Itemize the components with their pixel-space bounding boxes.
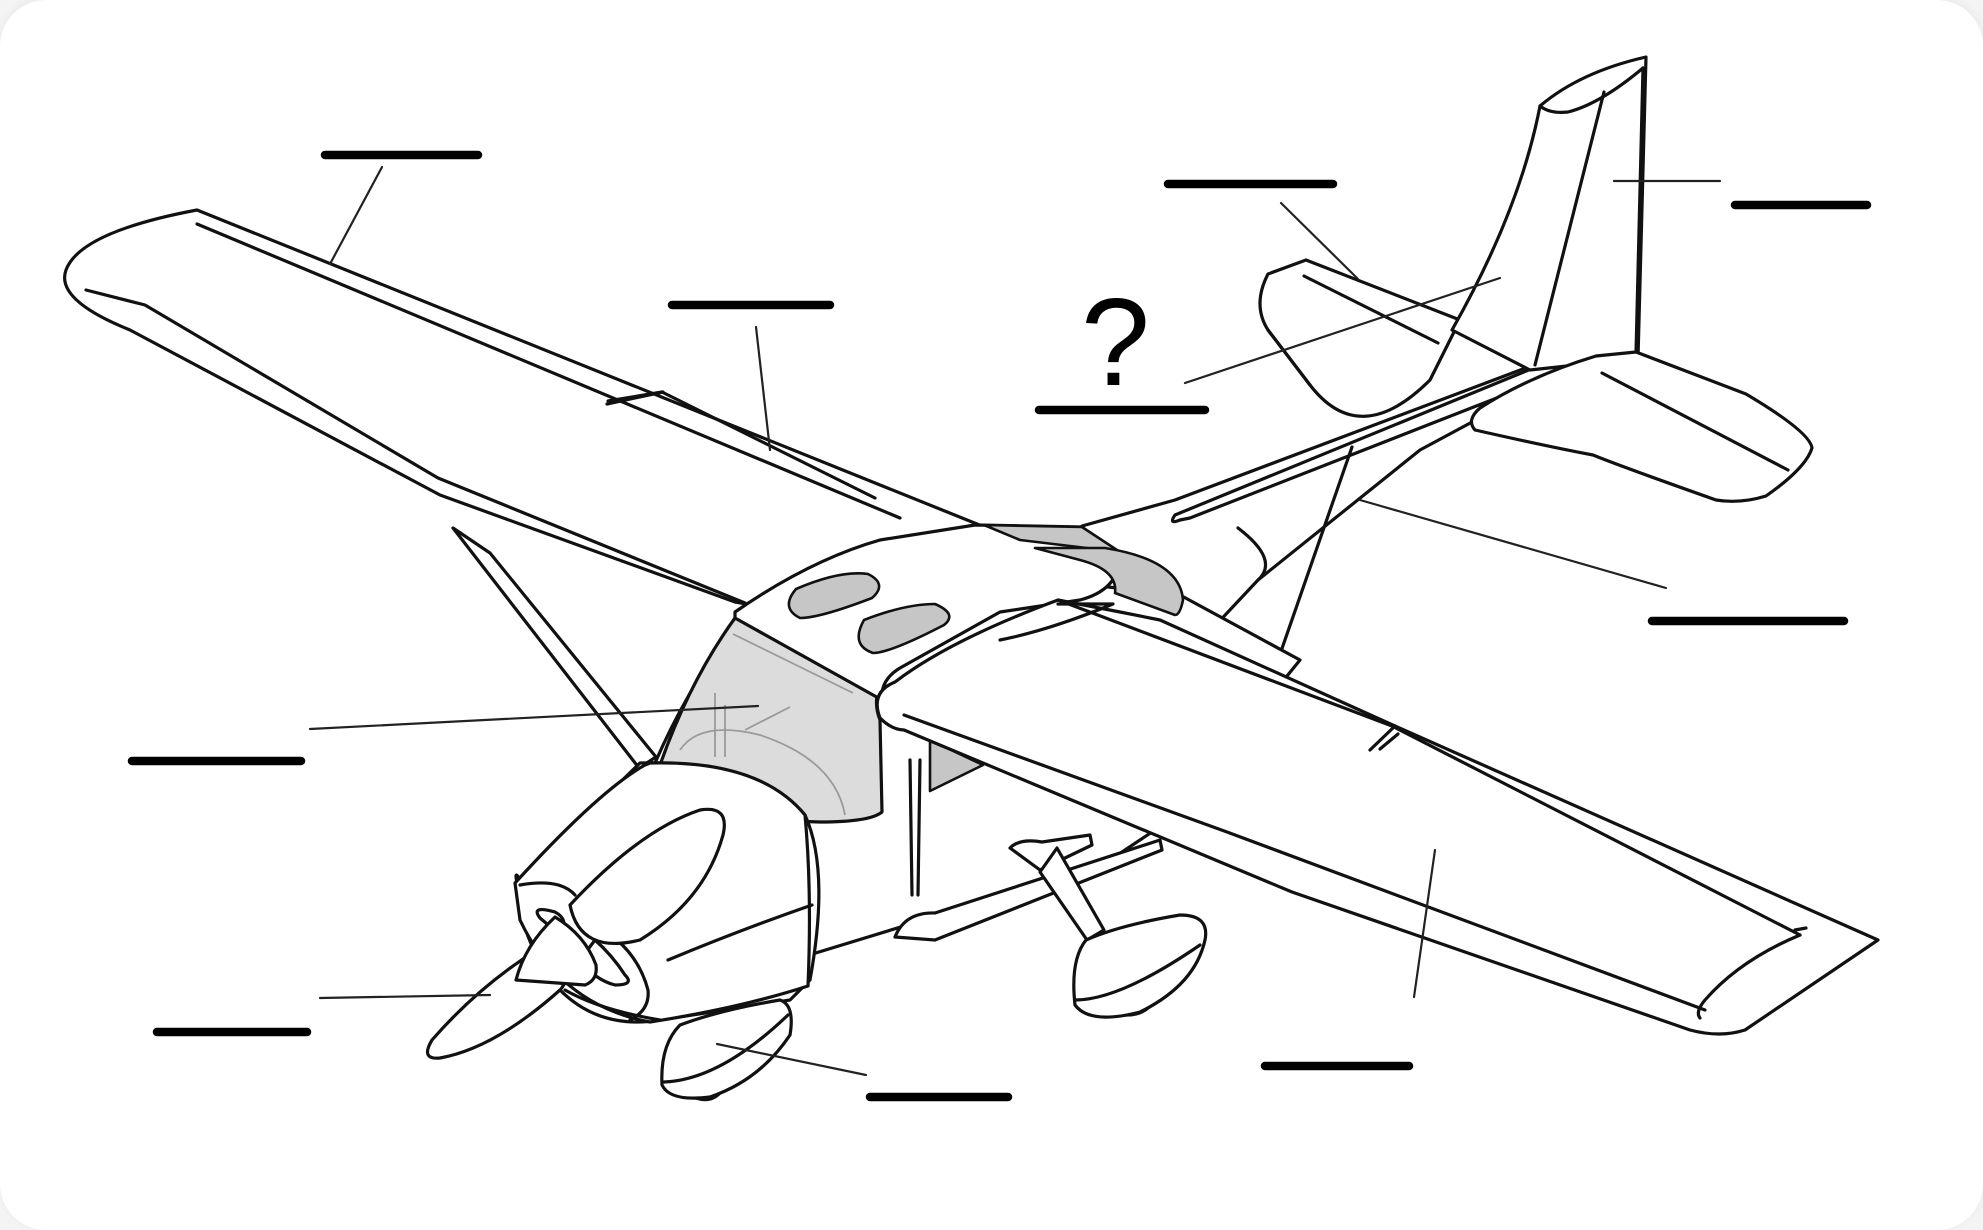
label-blank-question[interactable]: ?: [1034, 274, 1210, 415]
right-horizontal-stabilizer: [1469, 350, 1814, 503]
vertical-stabilizer: [1450, 55, 1648, 372]
right-wing: [875, 598, 1880, 1036]
airplane-diagram: ?: [63, 55, 1880, 1102]
main-landing-gear: [893, 833, 1208, 1019]
left-horizontal-stabilizer: [1258, 258, 1462, 418]
leader-lines: [308, 165, 1722, 1077]
cabin-roof: [733, 523, 1185, 702]
nose-landing-gear: [660, 998, 793, 1102]
propeller: [425, 807, 726, 1060]
question-mark: ?: [1081, 274, 1150, 412]
fuselage-seam: [1276, 445, 1354, 662]
